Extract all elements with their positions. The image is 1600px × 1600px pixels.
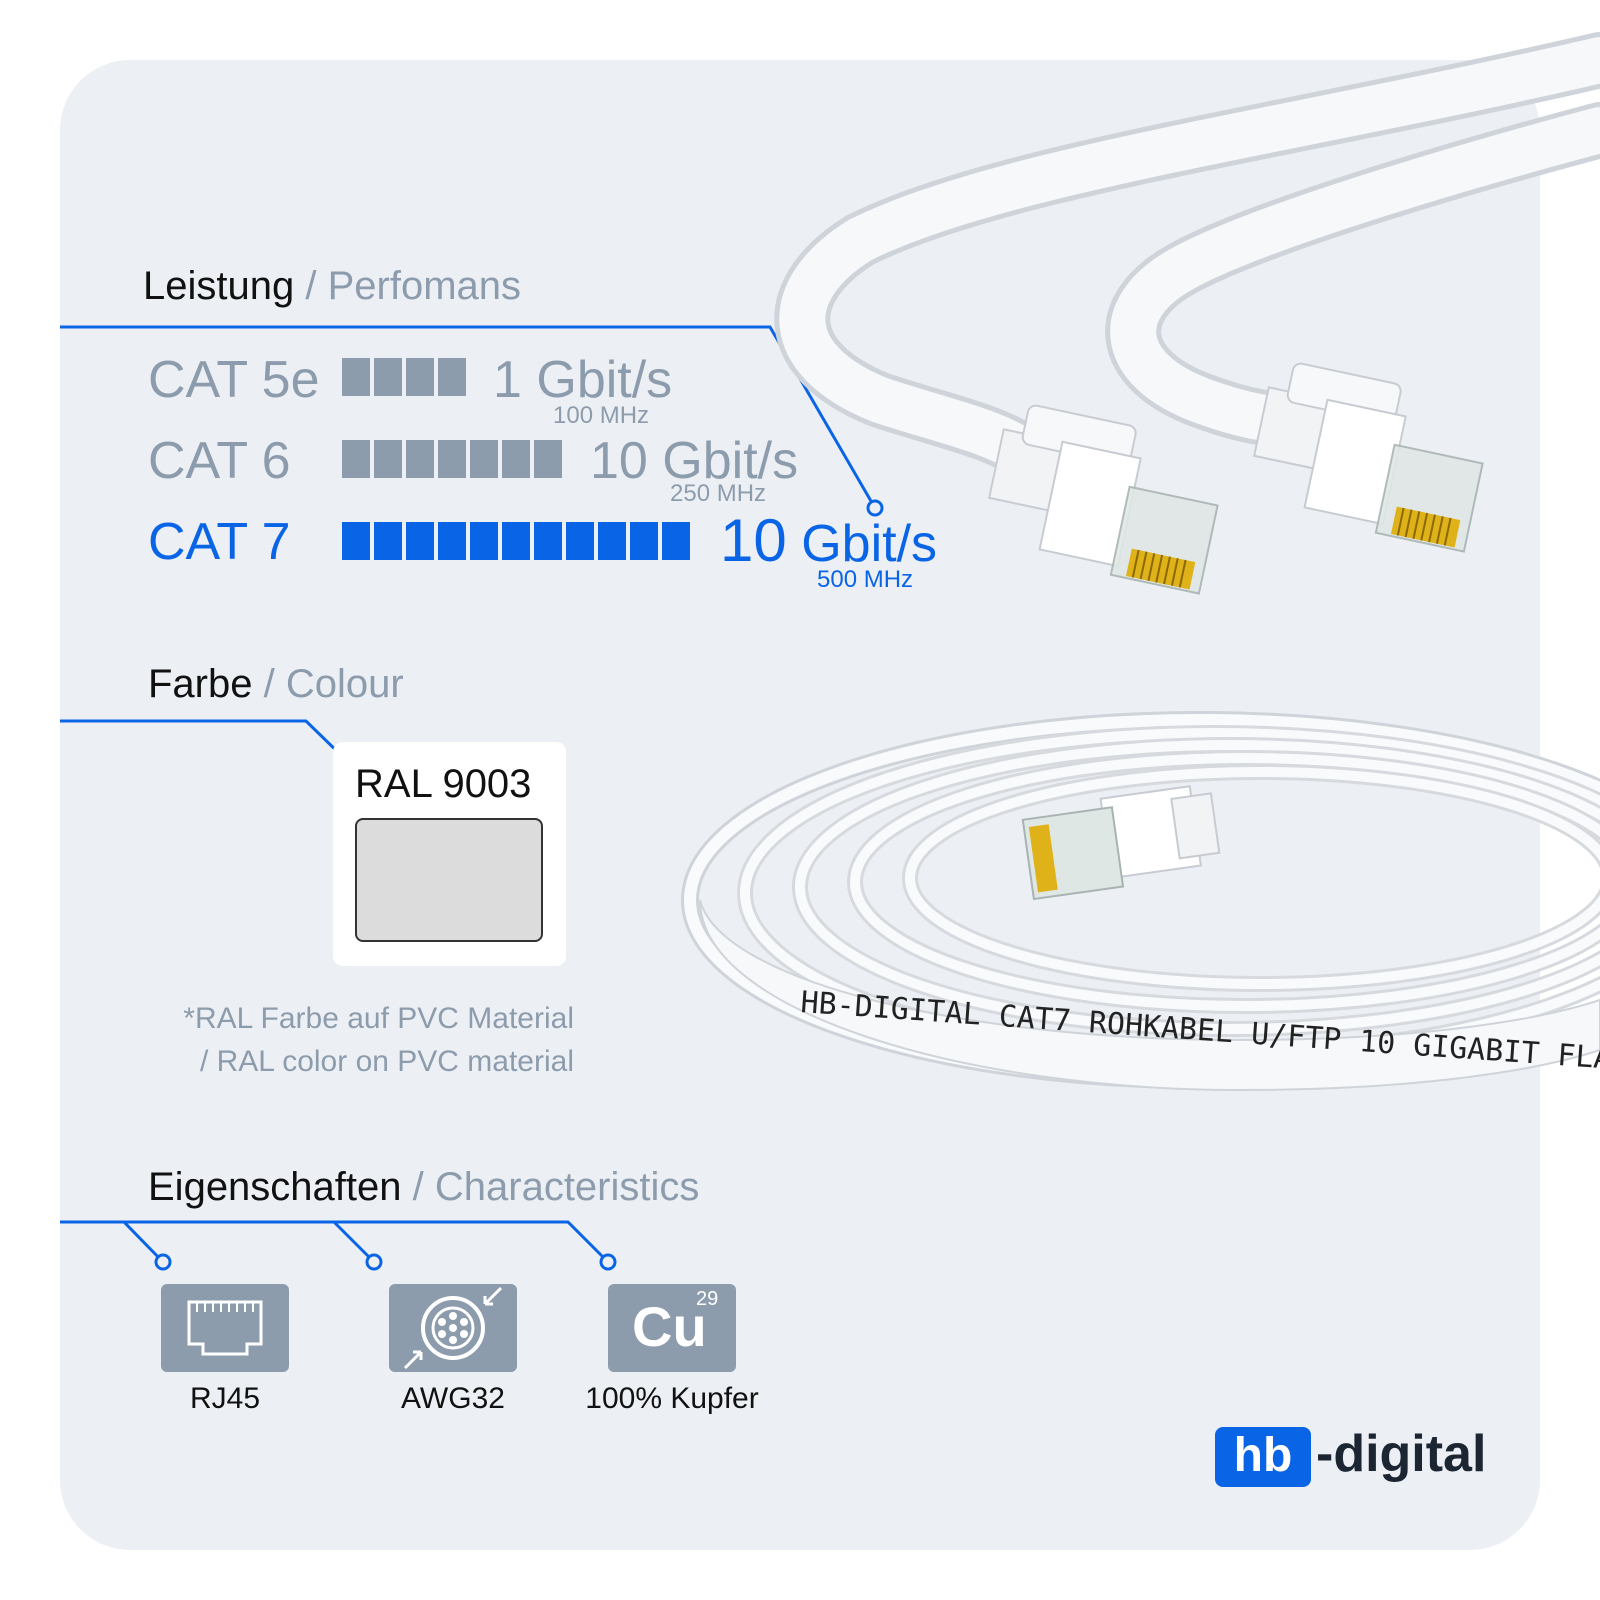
bar-segment [406,522,434,560]
bar-segment [566,522,594,560]
bar-segment [470,440,498,478]
cat6-label: CAT 6 [148,432,291,490]
cat7-speed-unit: Gbit/s [801,515,938,573]
bar-segment [534,440,562,478]
bar-segment [374,358,402,396]
bar-segment [438,522,466,560]
bar-segment [630,522,658,560]
bar-segment [342,440,370,478]
colour-note-en: / RAL color on PVC material [199,1045,574,1078]
bar-segment [406,358,434,396]
brand-logo-text: -digital [1316,1425,1487,1483]
colour-heading: Farbe / Colour [148,662,404,706]
characteristics-heading: Eigenschaften / Characteristics [148,1165,700,1209]
cat7-label: CAT 7 [148,513,291,571]
coiled-cable-illustration [681,711,1600,1092]
bar-segment [374,440,402,478]
awg-label: AWG32 [401,1382,505,1415]
bar-segment [502,440,530,478]
cable-pair-illustration [774,32,1600,595]
rj45-port-icon [161,1284,289,1372]
element-symbol: Cu [632,1295,707,1358]
bar-segment [502,522,530,560]
performance-heading: Leistung / Perfomans [143,264,522,308]
cat5e-speed: 1 Gbit/s [493,351,673,409]
bar-segment [534,522,562,560]
bar-segment [406,440,434,478]
brand-logo-badge: hb [1215,1427,1311,1487]
bar-segment [470,522,498,560]
bar-segment [374,522,402,560]
ral-colour-card: RAL 9003 [333,742,566,966]
bar-segment [438,358,466,396]
wire-cross-section-icon [389,1284,517,1372]
cat5e-freq: 100 MHz [553,402,650,429]
bar-segment [342,358,370,396]
cat6-freq: 250 MHz [670,480,767,507]
copper-label: 100% Kupfer [585,1382,759,1415]
copper-element-icon: Cu 29 [608,1284,736,1372]
colour-swatch [355,818,543,942]
bar-segment [342,522,370,560]
ral-label: RAL 9003 [355,762,532,806]
bar-segment [598,522,626,560]
bar-segment [438,440,466,478]
element-number: 29 [696,1288,719,1310]
cat7-speed: 10 Gbit/s [720,506,937,575]
connector-lines [60,325,884,1271]
bar-segment [662,522,690,560]
cat6-speed: 10 Gbit/s [590,432,799,490]
cat5e-label: CAT 5e [148,351,320,409]
rj45-label: RJ45 [189,1382,261,1415]
colour-note-de: *RAL Farbe auf PVC Material [183,1002,574,1035]
cat7-speed-number: 10 [720,507,787,574]
cat7-freq: 500 MHz [817,566,914,593]
